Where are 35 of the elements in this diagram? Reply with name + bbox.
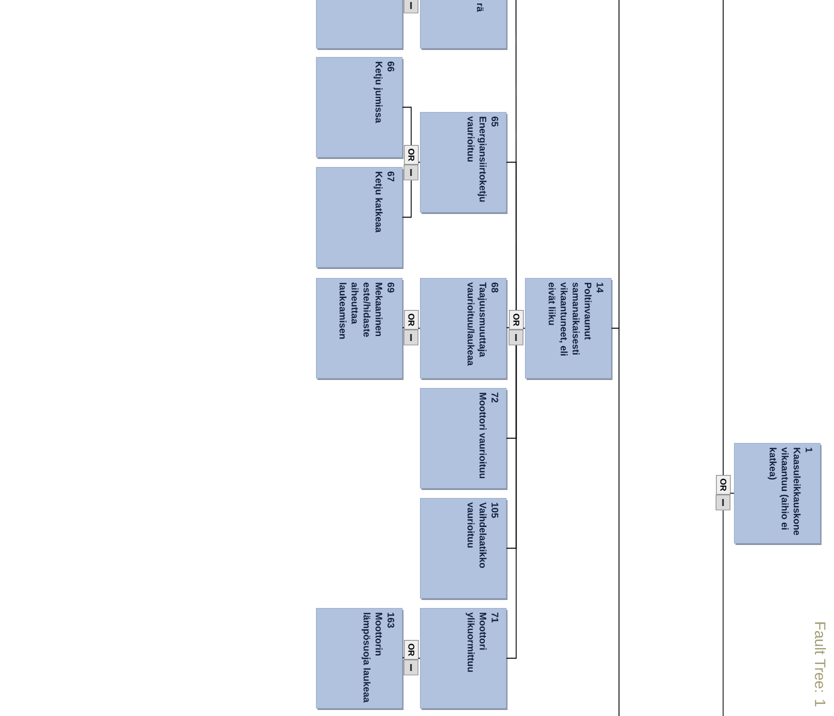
event-box — [316, 0, 404, 50]
connector-line — [402, 657, 404, 658]
event-box: 14 Poltinvaunut samanaikaisesti vikaantuneet, eli eivät liiku — [525, 278, 612, 380]
event-box: 72 Moottori vaurioituu — [420, 388, 508, 490]
event-box: 68 Taajuusmuuttaja vaurioituu/laukeaa — [420, 278, 508, 380]
gate-box: OR — [404, 310, 419, 330]
event-box: 65 Energiansiirtoketju vaurioituu — [420, 112, 508, 214]
event-box: rä — [420, 0, 508, 50]
connector-line — [506, 327, 510, 328]
gate-box: OR — [404, 145, 419, 165]
gate-box: OR — [716, 475, 731, 495]
gate-box: OR — [404, 640, 419, 660]
connector-line — [722, 0, 724, 476]
connector-line — [730, 492, 734, 494]
connector-line — [506, 344, 517, 659]
event-box: 66 Ketju jumissa — [316, 57, 404, 159]
connector-line — [418, 658, 420, 659]
gate-box: OR — [509, 310, 524, 330]
event-box: 163 Moottorin lämpösuoja laukeaa — [316, 608, 404, 710]
connector-line — [402, 180, 412, 218]
connector-line — [506, 162, 517, 310]
connector-line — [522, 328, 526, 329]
event-box: 71 Moottori ylikuormittuu — [420, 608, 508, 710]
connector-line — [611, 0, 620, 716]
connector-line — [418, 162, 420, 163]
event-box: 105 Vaihdelaatikko vaurioituu — [420, 498, 508, 600]
connector-line — [402, 106, 412, 146]
sheet-title: Fault Tree: 1 — [814, 622, 826, 706]
event-box: 69 Mekaaninen este/hidaste aiheuttaa laukeamisen — [316, 278, 404, 380]
connector-line — [402, 327, 404, 328]
connector-line — [418, 328, 420, 329]
event-box: 1 Kaasuleikkauskone vikaantuu (aihio ei katkea) — [734, 443, 822, 545]
connector-line — [516, 0, 517, 310]
connector-line — [722, 510, 724, 716]
event-box: 67 Ketju katkeaa — [316, 167, 404, 269]
